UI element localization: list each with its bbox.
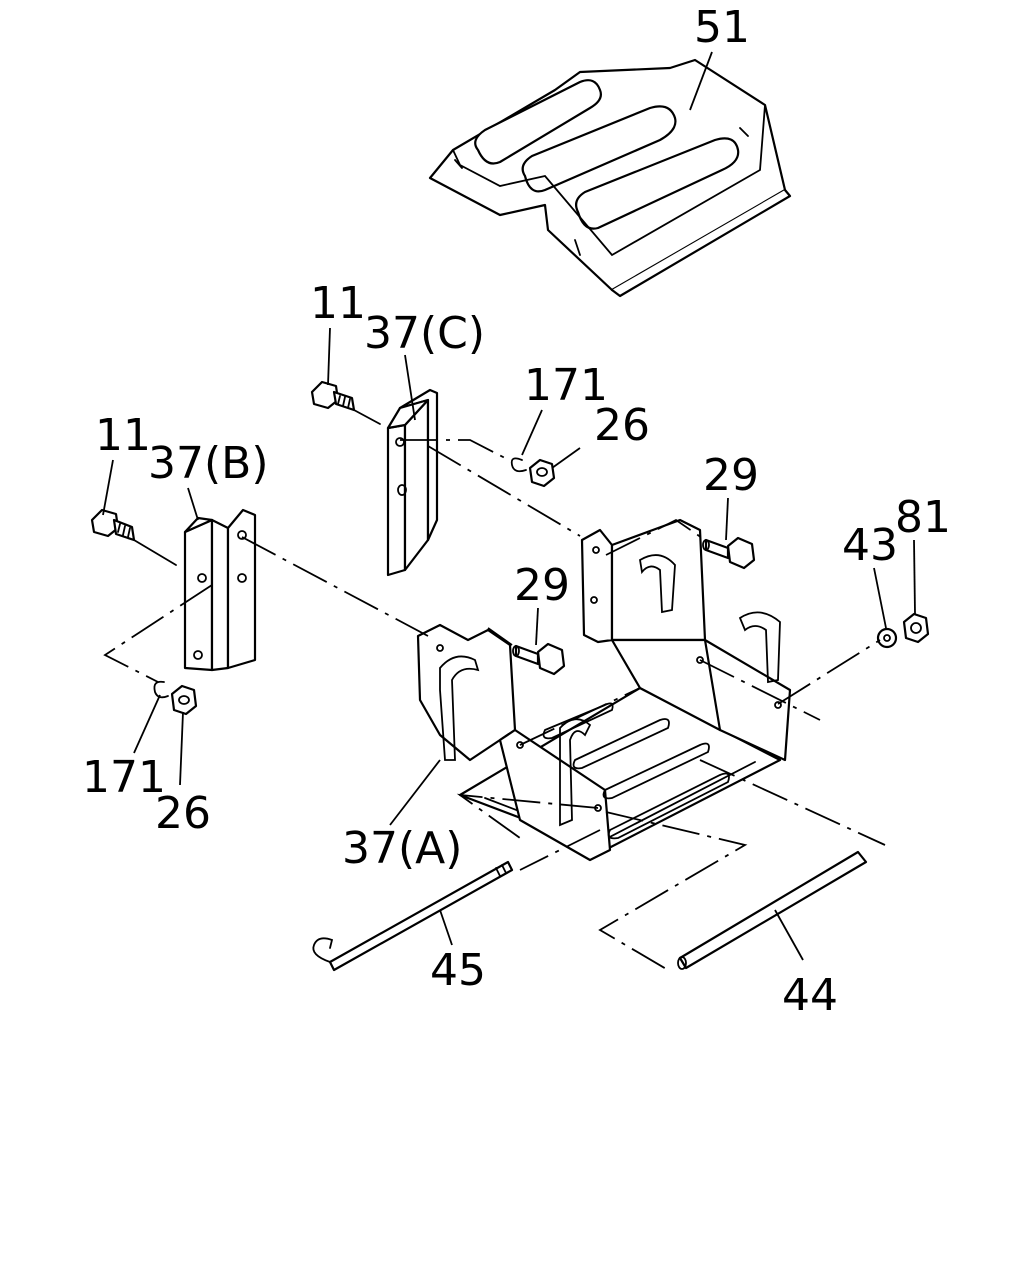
part-29-bolt-mid xyxy=(512,642,566,676)
callout-11-top: 11 xyxy=(310,278,366,329)
callout-171-bottom: 171 xyxy=(82,752,166,803)
part-44-rod xyxy=(677,850,868,970)
leader-lines xyxy=(102,51,916,961)
part-26-nut-top xyxy=(528,458,556,488)
callout-171-top: 171 xyxy=(524,360,608,411)
part-45-j-rod xyxy=(312,860,514,972)
callout-29-right: 29 xyxy=(703,450,759,501)
part-37b-bracket xyxy=(183,508,257,672)
callout-37b: 37(B) xyxy=(148,438,269,489)
callout-29-mid: 29 xyxy=(514,560,570,611)
part-37c-bracket xyxy=(386,388,439,577)
part-37a-tray xyxy=(416,518,792,862)
callout-51: 51 xyxy=(694,2,750,53)
callout-26-top: 26 xyxy=(594,400,650,451)
part-11-bolt-left xyxy=(90,508,177,566)
part-51-cover xyxy=(428,58,792,298)
part-81-nut xyxy=(902,612,930,644)
assembly-lines xyxy=(103,439,886,971)
part-171-clip-bottom xyxy=(153,680,169,699)
callout-43: 43 xyxy=(842,520,898,571)
part-43-washer xyxy=(876,627,898,649)
callout-11-left: 11 xyxy=(95,410,151,461)
callout-26-bottom: 26 xyxy=(155,788,211,839)
part-29-bolt-right xyxy=(702,536,756,570)
callout-37a: 37(A) xyxy=(342,823,462,874)
callout-37c: 37(C) xyxy=(364,308,485,359)
part-11-bolt-top xyxy=(310,380,381,425)
callout-81: 81 xyxy=(895,492,951,543)
callout-45: 45 xyxy=(430,945,486,996)
part-171-clip-top xyxy=(510,457,527,473)
part-26-nut-bottom xyxy=(170,684,198,716)
callout-labels: 51 11 37(C) 171 26 11 37(B) 29 43 81 29 … xyxy=(82,2,951,1021)
callout-44: 44 xyxy=(782,970,838,1021)
